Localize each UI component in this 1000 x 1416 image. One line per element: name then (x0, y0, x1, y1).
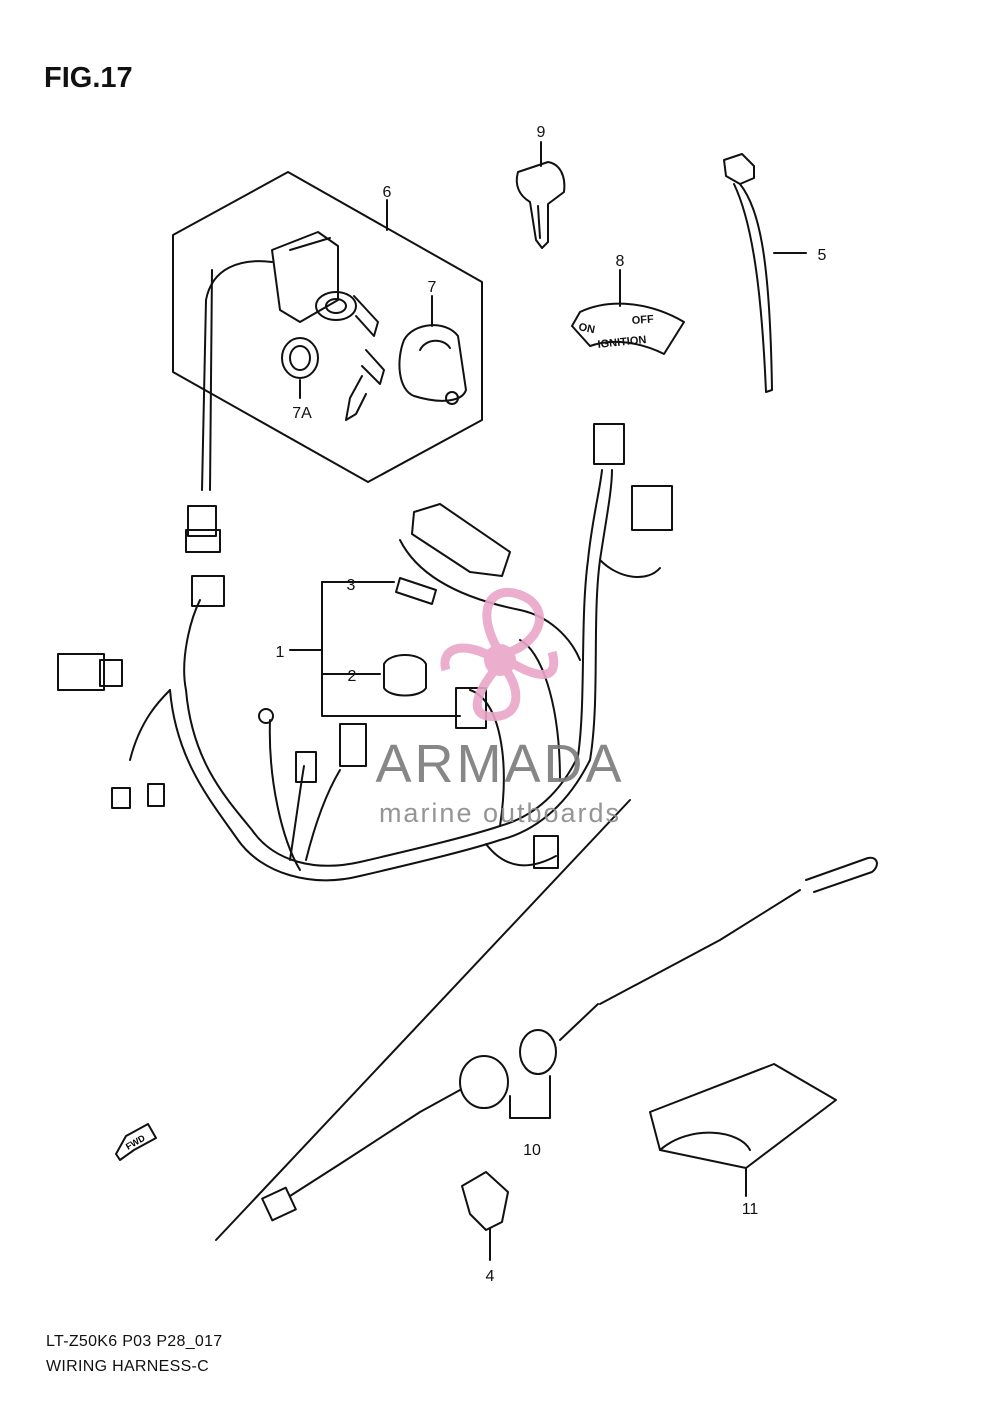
connector-i (455, 687, 487, 729)
connector-e (593, 423, 625, 465)
switch-cover (398, 295, 467, 405)
figure-title: FIG.17 (44, 62, 133, 94)
diagram-caption: WIRING HARNESS-C (46, 1358, 210, 1375)
fuse-holder (399, 503, 581, 661)
watermark-tagline: marine outboards (379, 798, 621, 828)
leader-1-bracket (321, 581, 461, 717)
ignition-key (515, 141, 566, 249)
callout-8: 8 (616, 253, 625, 270)
model-code: LT-Z50K6 P03 P28_017 (46, 1333, 223, 1350)
ignition-switch (271, 231, 385, 421)
callout-9: 9 (537, 124, 546, 141)
callout-7: 7 (428, 279, 437, 296)
decal-on-text: ON (577, 321, 596, 336)
callout-6: 6 (383, 184, 392, 201)
callout-5: 5 (818, 247, 827, 264)
leader-10 (509, 1075, 551, 1119)
connector-f (631, 485, 673, 531)
connector-h (295, 751, 317, 783)
protective-sheet (649, 1063, 837, 1197)
decal-ignition-text: IGNITION (597, 334, 647, 351)
fuse (395, 577, 437, 605)
sensor-cable (261, 856, 878, 1222)
ring-terminal (258, 708, 274, 724)
cable-tie (723, 153, 807, 393)
watermark-propeller-icon (440, 587, 559, 721)
connector-c (57, 653, 105, 691)
watermark-logo: ARMADA marine outboards (375, 587, 624, 828)
callout-1: 1 (276, 644, 285, 661)
ignition-kit-outline (172, 171, 483, 483)
connector-g (339, 723, 367, 767)
main-harness (129, 469, 661, 882)
fuse-cap (383, 654, 427, 697)
connector-j (533, 835, 559, 869)
callout-10: 10 (523, 1142, 541, 1159)
ignition-decal (571, 269, 685, 355)
clamp (461, 1171, 509, 1261)
connector-b (191, 575, 225, 607)
fwd-arrow (115, 1123, 157, 1161)
decal-off-text: OFF (631, 313, 654, 327)
callout-7a: 7A (292, 405, 312, 422)
watermark-brand: ARMADA (375, 734, 624, 794)
callout-3: 3 (347, 577, 356, 594)
callout-2: 2 (348, 668, 357, 685)
lock-nut (281, 337, 319, 399)
connector-d (111, 787, 131, 809)
callout-11: 11 (742, 1201, 759, 1218)
connector-a (187, 505, 217, 537)
assembly-guide-line (215, 799, 631, 1241)
callout-4: 4 (486, 1268, 495, 1285)
switch-wire (201, 260, 273, 491)
